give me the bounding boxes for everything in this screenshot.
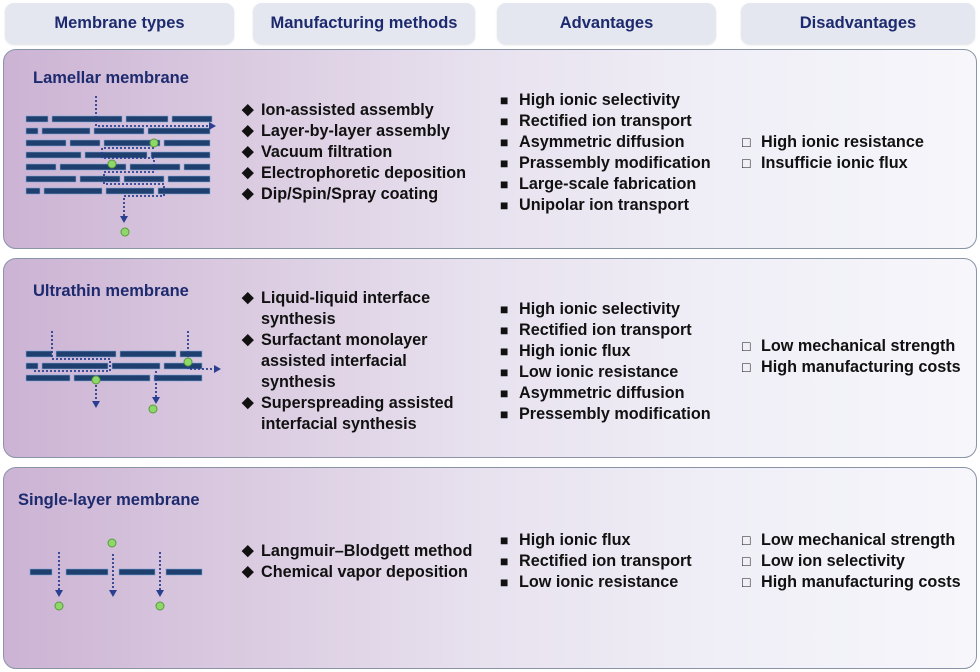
list-item: □Insufficie ionic flux (742, 154, 908, 172)
single-layer-methods: ◆Langmuir–Blodgett method ◆Chemical vapo… (242, 541, 472, 583)
bullet-icon: ◆ (242, 331, 254, 348)
list-item: ■Rectified ion transport (500, 112, 692, 130)
list-item: ■Asymmetric diffusion (500, 133, 685, 151)
list-item: ◆Surfactant monolayer assisted interfaci… (242, 331, 428, 391)
bullet-icon: ◆ (242, 101, 254, 118)
bullet-icon: ■ (500, 532, 509, 548)
bullet-icon: ◆ (242, 122, 254, 139)
list-item: ■Rectified ion transport (500, 321, 692, 339)
bullet-icon: ◆ (242, 164, 254, 181)
list-item: ◆Electrophoretic deposition (242, 164, 467, 182)
bullet-icon: □ (742, 338, 751, 354)
bullet-icon: ■ (500, 406, 509, 422)
list-item: ■Low ionic resistance (500, 363, 679, 381)
bullet-icon: ■ (500, 364, 509, 380)
single-layer-title: Single-layer membrane (18, 491, 200, 509)
list-item: ■Large-scale fabrication (500, 175, 697, 193)
bullet-icon: ■ (500, 134, 509, 150)
bullet-icon: ■ (500, 197, 509, 213)
list-item: ◆Liquid-liquid interface synthesis (242, 289, 431, 328)
lamellar-advantages: ■High ionic selectivity ■Rectified ion t… (500, 90, 711, 216)
single-layer-panel: Single-layer membrane ◆Langmuir–Blodgett… (3, 467, 977, 669)
ultrathin-advantages: ■High ionic selectivity ■Rectified ion t… (500, 299, 711, 425)
bullet-icon: ■ (500, 322, 509, 338)
list-item: □High manufacturing costs (742, 573, 961, 591)
ultrathin-disadvantages: □Low mechanical strength □High manufactu… (742, 336, 961, 378)
header-advantages: Advantages (497, 3, 716, 44)
list-item: ■Low ionic resistance (500, 573, 679, 591)
bullet-icon: □ (742, 359, 751, 375)
lamellar-disadvantages: □High ionic resistance □Insufficie ionic… (742, 132, 924, 174)
ultrathin-methods: ◆Liquid-liquid interface synthesis ◆Surf… (242, 288, 472, 435)
bullet-icon: □ (742, 532, 751, 548)
bullet-icon: ■ (500, 92, 509, 108)
list-item: ◆Dip/Spin/Spray coating (242, 185, 439, 203)
list-item: ◆Superspreading assisted interfacial syn… (242, 394, 454, 433)
list-item: ■Prassembly modification (500, 154, 711, 172)
list-item: ■Unipolar ion transport (500, 196, 689, 214)
bullet-icon: ■ (500, 553, 509, 569)
list-item: ■High ionic flux (500, 342, 631, 360)
list-item: ◆Layer-by-layer assembly (242, 122, 450, 140)
list-item: ◆Vacuum filtration (242, 143, 393, 161)
bullet-icon: □ (742, 574, 751, 590)
list-item: ■Rectified ion transport (500, 552, 692, 570)
list-item: ■Asymmetric diffusion (500, 384, 685, 402)
bullet-icon: ■ (500, 343, 509, 359)
list-item: □Low ion selectivity (742, 552, 905, 570)
ultrathin-panel: Ultrathin membrane ◆Liquid-liquid interf… (3, 258, 977, 458)
list-item: ■High ionic selectivity (500, 91, 681, 109)
header-membrane-types: Membrane types (5, 3, 234, 44)
bullet-icon: ■ (500, 113, 509, 129)
bullet-icon: ◆ (242, 289, 254, 306)
single-layer-disadvantages: □Low mechanical strength □Low ion select… (742, 530, 961, 593)
bullet-icon: ◆ (242, 185, 254, 202)
lamellar-panel: Lamellar membrane ◆Ion-assisted assem (3, 49, 977, 249)
bullet-icon: ■ (500, 385, 509, 401)
bullet-icon: ◆ (242, 542, 254, 559)
single-layer-advantages: ■High ionic flux ■Rectified ion transpor… (500, 530, 692, 593)
list-item: □Low mechanical strength (742, 531, 956, 549)
list-item: □High manufacturing costs (742, 358, 961, 376)
bullet-icon: ■ (500, 176, 509, 192)
ultrathin-illustration (25, 331, 221, 414)
lamellar-title: Lamellar membrane (33, 69, 189, 87)
list-item: ■High ionic flux (500, 531, 631, 549)
list-item: ◆Chemical vapor deposition (242, 563, 468, 581)
lamellar-illustration (25, 96, 216, 237)
bullet-icon: ■ (500, 301, 509, 317)
ultrathin-title: Ultrathin membrane (33, 282, 189, 300)
bullet-icon: □ (742, 134, 751, 150)
bullet-icon: ◆ (242, 143, 254, 160)
list-item: ◆Langmuir–Blodgett method (242, 542, 473, 560)
list-item: ■Pressembly modification (500, 405, 711, 423)
header-disadvantages: Disadvantages (741, 3, 975, 44)
list-item: ◆Ion-assisted assembly (242, 101, 434, 119)
single-layer-illustration (29, 538, 203, 611)
list-item: □Low mechanical strength (742, 337, 956, 355)
list-item: ■High ionic selectivity (500, 300, 681, 318)
bullet-icon: ◆ (242, 394, 254, 411)
bullet-icon: □ (742, 155, 751, 171)
header-manufacturing-methods: Manufacturing methods (253, 3, 475, 44)
list-item: □High ionic resistance (742, 133, 924, 151)
bullet-icon: □ (742, 553, 751, 569)
bullet-icon: ■ (500, 155, 509, 171)
bullet-icon: ◆ (242, 563, 254, 580)
lamellar-methods: ◆Ion-assisted assembly ◆Layer-by-layer a… (242, 100, 466, 205)
bullet-icon: ■ (500, 574, 509, 590)
